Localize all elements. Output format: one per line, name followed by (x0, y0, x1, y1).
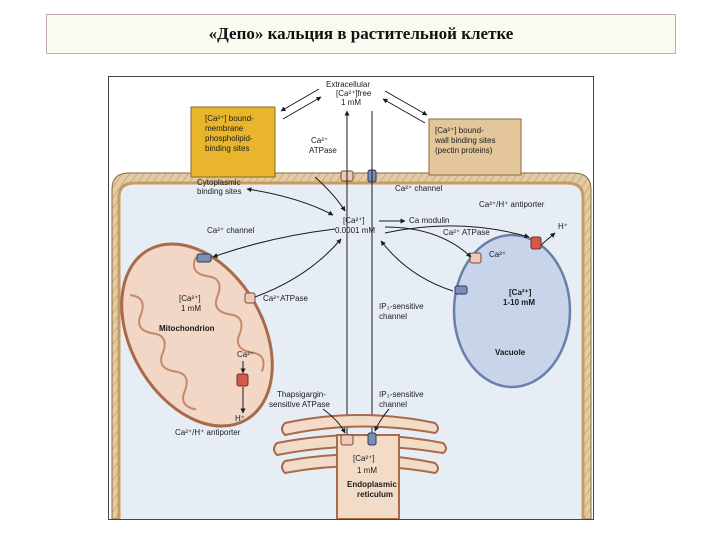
vacuole (452, 233, 572, 389)
calmodulin-label: Ca modulin (409, 216, 449, 225)
diagram-canvas: [Ca²⁺] bound- membrane phospholipid- bin… (111, 80, 592, 519)
vac-antiporter-label: Ca²⁺/H⁺ antiporter (479, 200, 545, 209)
vac-atpase-pump (469, 252, 482, 264)
er-ip3-channel (367, 432, 377, 446)
cytoplasmic-binding-label: Cytoplasmic binding sites (197, 178, 243, 196)
mito-antiporter-label: Ca²⁺/H⁺ antiporter (175, 428, 241, 437)
extracellular-label: Extracellular [Ca²⁺]free 1 mM (326, 80, 374, 107)
mito-conc-label: [Ca²⁺] 1 mM (179, 294, 203, 313)
mitochondrion (120, 242, 274, 428)
mito-h-label: H⁺ (235, 414, 245, 423)
er-thapsigargin-pump (340, 434, 354, 446)
membrane-binding-label: [Ca²⁺] bound- membrane phospholipid- bin… (205, 114, 256, 153)
wall-binding-box (428, 118, 522, 176)
membrane-binding-box (190, 106, 276, 178)
vac-atpase-label: Ca²⁺ ATPase (443, 228, 490, 237)
mito-atpase-label: Ca²⁺ATPase (263, 294, 309, 303)
mito-atpase-pump (244, 292, 256, 304)
pm-atpase-label: Ca²⁺ ATPase (309, 136, 337, 155)
mito-channel-label: Ca²⁺ channel (207, 226, 255, 235)
vac-antiporter (530, 236, 542, 250)
vacuole-label: Vacuole (495, 348, 526, 357)
pm-channel-label: Ca²⁺ channel (395, 184, 443, 193)
er-label: Endoplasmic reticulum (347, 480, 399, 499)
vac-ca-label: Ca²⁺ (489, 250, 506, 259)
cytosol-label: [Ca²⁺] 0.0001 mM (335, 216, 375, 235)
thapsigargin-label: Thapsigargin- sensitive ATPase (269, 390, 330, 409)
mito-ca-label: Ca²⁺ (237, 350, 254, 359)
er-ip3-label: IP₃-sensitive channel (379, 390, 426, 409)
vac-ip3-channel (454, 285, 468, 295)
endoplasmic-reticulum (273, 414, 447, 519)
slide-title-box: «Депо» кальция в растительной клетке (46, 14, 676, 54)
wall-binding-label: [Ca²⁺] bound- wall binding sites (pectin… (434, 126, 498, 155)
vacuole-conc-label: [Ca²⁺] 1-10 mM (503, 288, 535, 307)
calcium-diagram: [Ca²⁺] bound- membrane phospholipid- bin… (108, 76, 594, 520)
mitochondrion-label: Mitochondrion (159, 324, 215, 333)
slide-title: «Депо» кальция в растительной клетке (208, 24, 514, 43)
mito-antiporter (236, 373, 249, 387)
mito-ca-channel (196, 253, 212, 263)
vac-ip3-label: IP₃-sensitive channel (379, 302, 426, 321)
vac-h-label: H⁺ (558, 222, 568, 231)
er-conc-label: [Ca²⁺] 1 mM (353, 454, 377, 475)
